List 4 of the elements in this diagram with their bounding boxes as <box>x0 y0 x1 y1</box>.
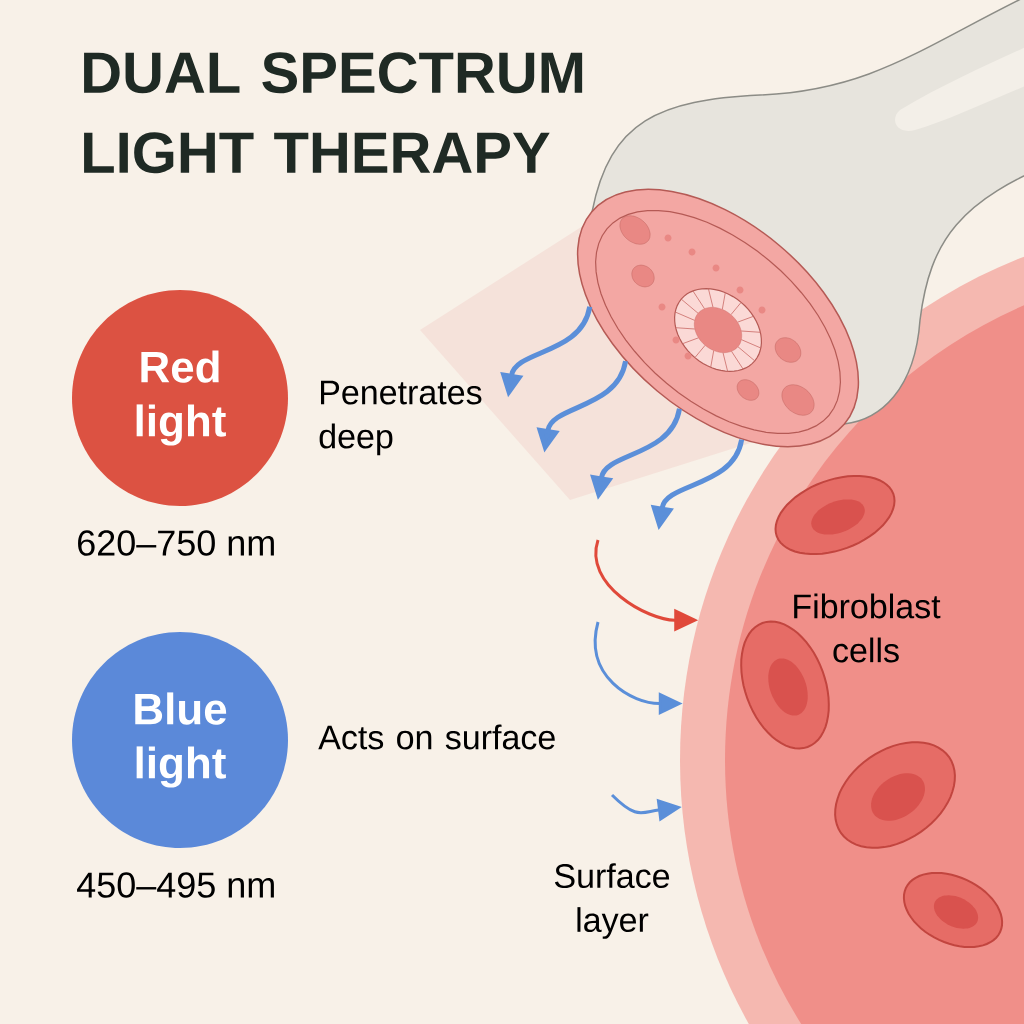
annotation-text: Penetrates deep <box>319 380 482 456</box>
title: DUAL SPECTRUM LIGHT THERAPY <box>84 52 583 174</box>
wavelength-label: 450–495 nm <box>77 872 274 898</box>
wavelength-label: 620–750 nm <box>78 530 274 556</box>
